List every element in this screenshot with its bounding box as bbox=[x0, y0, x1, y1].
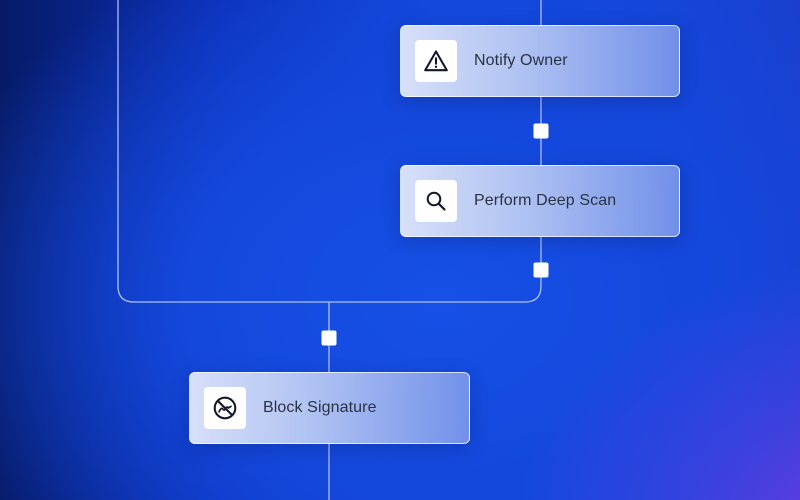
perform-deep-scan-label: Perform Deep Scan bbox=[474, 192, 617, 209]
connector-handle-scan-out[interactable] bbox=[533, 262, 549, 278]
magnifier-icon bbox=[426, 191, 446, 211]
notify-owner-node[interactable]: Notify Owner bbox=[400, 25, 680, 97]
connector-handle-merge-block[interactable] bbox=[321, 330, 337, 346]
no-signature-icon bbox=[213, 396, 237, 420]
connector-handle-notify-scan[interactable] bbox=[533, 123, 549, 139]
notify-owner-icon-box bbox=[415, 40, 457, 82]
block-signature-icon-box bbox=[204, 387, 246, 429]
block-signature-label: Block Signature bbox=[263, 399, 377, 416]
notify-owner-label: Notify Owner bbox=[474, 52, 568, 69]
block-signature-node[interactable]: Block Signature bbox=[189, 372, 470, 444]
perform-deep-scan-node[interactable]: Perform Deep Scan bbox=[400, 165, 680, 237]
perform-deep-scan-icon-box bbox=[415, 180, 457, 222]
warning-triangle-icon bbox=[424, 50, 448, 72]
